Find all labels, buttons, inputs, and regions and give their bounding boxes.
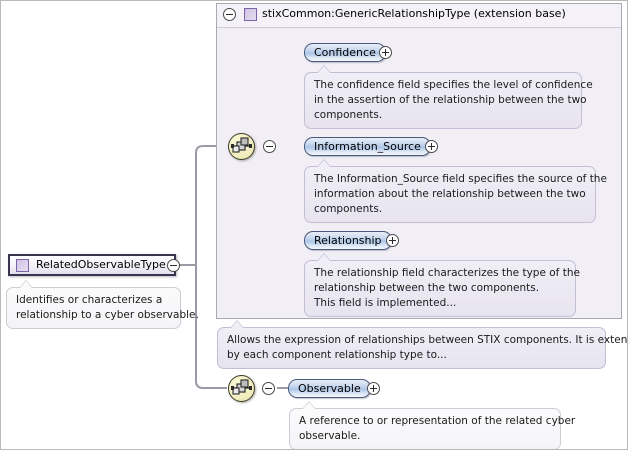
relationship-expand-toggle[interactable] bbox=[386, 234, 399, 247]
element-observable[interactable]: Observable bbox=[288, 379, 371, 398]
annotation-line: information about the relationship betwe… bbox=[314, 188, 586, 200]
annotation-line: relationship between the two components. bbox=[314, 282, 540, 294]
information-source-expand-toggle[interactable] bbox=[425, 140, 438, 153]
relationship-annotation: The relationship field characterizes the… bbox=[304, 253, 580, 317]
extension-base-collapse-toggle[interactable] bbox=[223, 8, 236, 21]
annotation-line: components. bbox=[314, 109, 383, 121]
confidence-expand-toggle[interactable] bbox=[379, 46, 392, 59]
element-information-source[interactable]: Information_Source bbox=[304, 137, 431, 156]
callout-pointer-inner bbox=[19, 281, 33, 289]
type-square-icon bbox=[16, 259, 29, 272]
annotation-line: by each component relationship type to..… bbox=[227, 349, 447, 361]
callout-pointer-inner bbox=[230, 321, 244, 329]
callout-pointer-inner bbox=[317, 160, 331, 168]
annotation-line: A reference to or representation of the … bbox=[299, 415, 576, 427]
annotation-line: This field is implemented... bbox=[314, 297, 457, 309]
element-confidence[interactable]: Confidence bbox=[304, 43, 386, 62]
annotation-line: Allows the expression of relationships b… bbox=[227, 334, 628, 346]
information-source-annotation: The Information_Source field specifies t… bbox=[304, 159, 607, 223]
root-type-label: RelatedObservableType bbox=[36, 258, 166, 271]
observable-expand-toggle[interactable] bbox=[367, 382, 380, 395]
confidence-annotation: The confidence field specifies the level… bbox=[304, 65, 593, 129]
callout-pointer-inner bbox=[317, 254, 331, 262]
sequence-compositor-icon[interactable] bbox=[228, 133, 255, 160]
annotation-line: relationship to a cyber observable. bbox=[16, 309, 199, 321]
annotation-line: The confidence field specifies the level… bbox=[314, 79, 593, 91]
type-square-icon bbox=[244, 8, 257, 21]
sequence-branch-collapse-toggle[interactable] bbox=[262, 382, 275, 395]
extension-base-label: stixCommon:GenericRelationshipType (exte… bbox=[262, 7, 566, 20]
compositor-collapse-toggle[interactable] bbox=[263, 140, 276, 153]
root-collapse-toggle[interactable] bbox=[167, 259, 180, 272]
annotation-line: The Information_Source field specifies t… bbox=[314, 173, 607, 185]
extension-base-annotation: Allows the expression of relationships b… bbox=[217, 320, 628, 369]
callout-pointer-inner bbox=[302, 402, 316, 410]
sequence-compositor-icon[interactable] bbox=[228, 375, 255, 402]
extension-base-header bbox=[217, 4, 621, 28]
annotation-line: components. bbox=[314, 203, 383, 215]
observable-annotation: A reference to or representation of the … bbox=[289, 401, 576, 449]
root-type-box[interactable]: RelatedObservableType bbox=[8, 254, 176, 276]
element-relationship[interactable]: Relationship bbox=[304, 231, 392, 250]
root-annotation: Identifies or characterizes a relationsh… bbox=[6, 280, 199, 329]
annotation-line: Identifies or characterizes a bbox=[16, 294, 163, 306]
annotation-line: The relationship field characterizes the… bbox=[314, 267, 580, 279]
annotation-line: in the assertion of the relationship bet… bbox=[314, 94, 587, 106]
annotation-line: observable. bbox=[299, 430, 361, 442]
callout-pointer-inner bbox=[317, 66, 331, 74]
